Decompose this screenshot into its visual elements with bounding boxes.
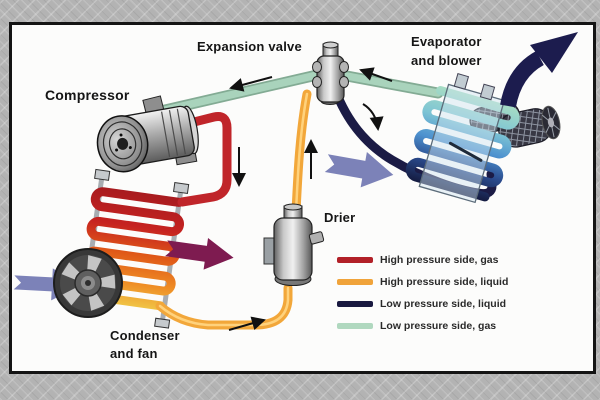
compressor-device — [96, 95, 199, 173]
condenser-label-line1: Condenser — [110, 328, 180, 343]
pipe-low-pressure-gas — [146, 66, 444, 119]
compressor-label: Compressor — [45, 87, 130, 103]
evaporator-coil — [405, 73, 520, 204]
pipe-high-pressure-gas — [177, 112, 232, 207]
expansion-valve-device — [312, 41, 349, 105]
legend-row-high-gas: High pressure side, gas — [337, 254, 508, 266]
legend-swatch-low-liquid — [337, 301, 373, 307]
condenser-fan — [53, 248, 123, 318]
flow-arrow-valve-to-evaporator — [362, 103, 384, 131]
evaporator-label-line1: Evaporator — [411, 34, 482, 49]
legend-label-high-gas: High pressure side, gas — [380, 254, 499, 266]
condenser-label-line2: and fan — [110, 346, 158, 361]
legend: High pressure side, gas High pressure si… — [337, 254, 508, 342]
evaporator-panel — [418, 83, 506, 204]
legend-swatch-high-liquid — [337, 279, 373, 285]
legend-label-low-gas: Low pressure side, gas — [380, 320, 497, 332]
evaporator-label-line2: and blower — [411, 53, 482, 68]
flow-arrow-to-drier — [228, 316, 266, 331]
flow-arrow-to-compressor — [229, 76, 273, 92]
drier-device — [263, 203, 325, 286]
evaporator-serpentine — [405, 86, 520, 202]
airflow-out-condenser-arrow — [165, 237, 234, 270]
evaporator-blower-label: Evaporator and blower — [411, 32, 482, 70]
legend-row-low-gas: Low pressure side, gas — [337, 320, 508, 332]
legend-swatch-high-gas — [337, 257, 373, 263]
flow-arrows — [228, 67, 393, 331]
legend-label-low-liquid: Low pressure side, liquid — [380, 298, 507, 310]
airflow-out-blower-arrow — [500, 32, 578, 108]
legend-label-high-liquid: High pressure side, liquid — [380, 276, 509, 288]
legend-row-low-liquid: Low pressure side, liquid — [337, 298, 508, 310]
airflow-in-evaporator-arrow — [324, 151, 394, 188]
legend-row-high-liquid: High pressure side, liquid — [337, 276, 508, 288]
flow-arrow-to-valve — [359, 67, 393, 82]
expansion-valve-label: Expansion valve — [197, 39, 302, 54]
drier-label: Drier — [324, 210, 356, 225]
condenser-fan-label: Condenser and fan — [110, 327, 180, 363]
legend-swatch-low-gas — [337, 323, 373, 329]
